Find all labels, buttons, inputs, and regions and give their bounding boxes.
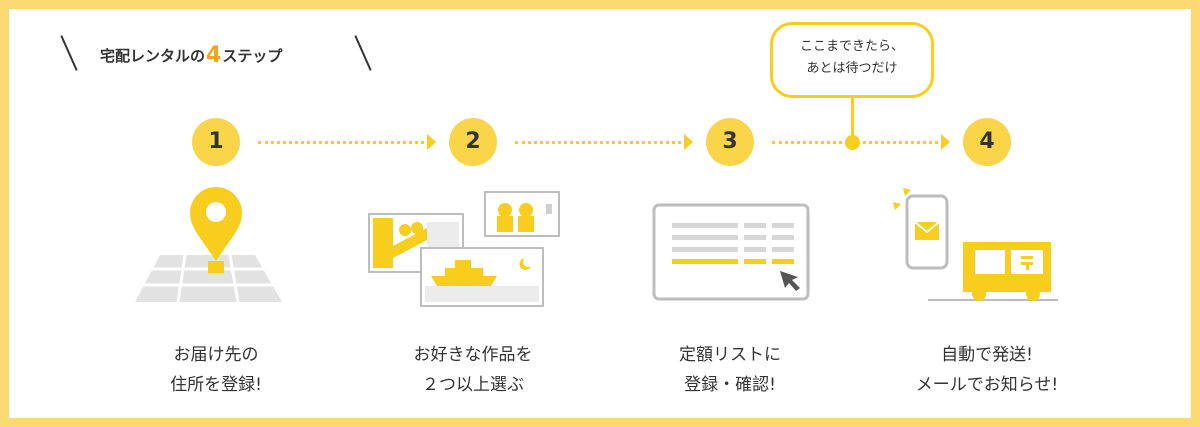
title-suffix: ステップ (222, 47, 283, 65)
movie-photos-icon (368, 191, 560, 307)
bubble-line-2: あとは待つだけ (806, 61, 898, 76)
step-3-number: 3 (706, 118, 754, 166)
bubble-line-1: ここまできたら、 (799, 39, 904, 54)
step-4-line-2: メールでお知らせ! (915, 375, 1059, 395)
page-title: 宅配レンタルの4ステップ (100, 42, 283, 68)
list-screen-icon (652, 203, 810, 301)
connector-3-4 (772, 141, 938, 144)
step-1-description: お届け先の 住所を登録! (86, 340, 346, 400)
step-2-description: お好きな作品を ２つ以上選ぶ (343, 340, 603, 400)
heading-slash-left (60, 35, 78, 71)
arrow-right-icon (427, 134, 436, 150)
map-pin-icon (135, 187, 282, 303)
connector-2-3 (515, 141, 681, 144)
step-4-line-1: 自動で発送! (941, 345, 1033, 365)
step-1-number: 1 (192, 118, 240, 166)
step-4-description: 自動で発送! メールでお知らせ! (857, 340, 1117, 400)
heading-slash-right (354, 35, 372, 71)
arrow-right-icon (684, 134, 693, 150)
step-2-line-2: ２つ以上選ぶ (422, 375, 524, 395)
section-heading: 宅配レンタルの4ステップ (60, 34, 374, 74)
connector-1-2 (258, 141, 424, 144)
title-prefix: 宅配レンタルの (100, 47, 206, 65)
step-3-description: 定額リストに 登録・確認! (600, 340, 860, 400)
step-1-line-1: お届け先の (173, 345, 259, 365)
step-2-line-1: お好きな作品を (413, 345, 533, 365)
step-3-line-1: 定額リストに (679, 345, 781, 365)
step-4-number: 4 (963, 118, 1011, 166)
step-1-line-2: 住所を登録! (170, 375, 262, 395)
wait-callout-bubble: ここまできたら、 あとは待つだけ (770, 22, 934, 98)
step-2-number: 2 (449, 118, 497, 166)
arrow-right-icon (941, 134, 950, 150)
step-3-line-2: 登録・確認! (684, 375, 776, 395)
bubble-stem (851, 98, 854, 138)
delivery-truck-phone-icon (893, 188, 1058, 301)
title-step-count: 4 (206, 43, 222, 68)
